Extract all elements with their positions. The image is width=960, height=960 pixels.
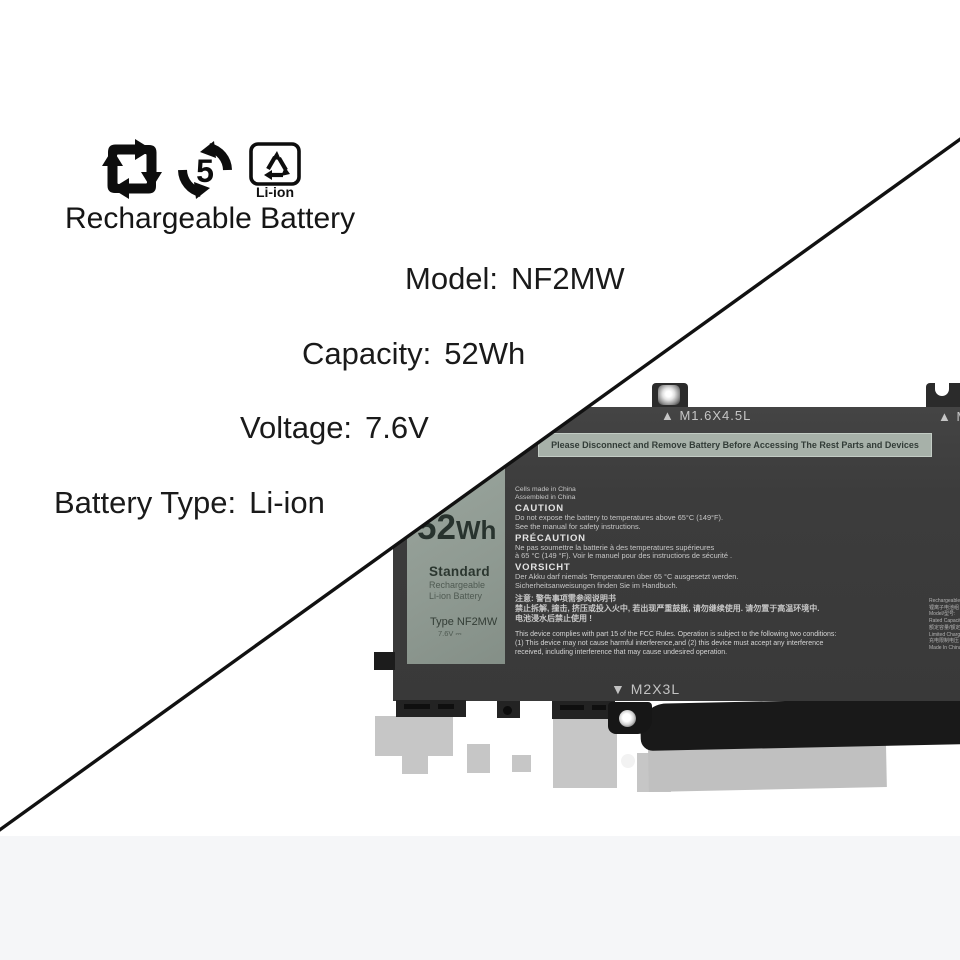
connector-pin [404, 704, 430, 709]
battery-shadow [467, 744, 490, 773]
fcc-line: received, including interference that ma… [515, 649, 728, 657]
precaution-line: à 65 °C (149 °F). Voir le manuel pour de… [515, 551, 733, 561]
panel-capacity: 52Wh [417, 508, 496, 548]
battery-cell-pack [640, 696, 960, 751]
connector-pin [592, 705, 606, 710]
fcc-line: This device complies with part 15 of the… [515, 631, 837, 639]
recycle-loop-icon: 5 [178, 141, 232, 199]
battery-top-tab-right [926, 383, 960, 409]
chinese-warning-line: 电池浸水后禁止使用 ! [515, 614, 592, 624]
screw-head [658, 385, 680, 405]
side-label-line: Rated Capacit [929, 618, 960, 625]
warning-strip: Please Disconnect and Remove Battery Bef… [538, 433, 932, 457]
panel-subline: Li-ion Battery [429, 591, 483, 601]
panel-grade: Standard [429, 564, 490, 579]
spec-row-capacity: Capacity: 52Wh [302, 336, 525, 372]
tab-notch [935, 383, 949, 396]
battery-shadow [402, 755, 428, 774]
battery-side-ratings-label: Rechargeable 锂离子电池组 Model/型号: Rated Capa… [929, 598, 960, 652]
vorsicht-line: Sicherheitsanweisungen finden Sie im Han… [515, 581, 678, 591]
battery-side-tab [374, 652, 395, 670]
spec-row-voltage: Voltage: 7.6V [240, 410, 429, 446]
spec-label: Voltage: [240, 410, 353, 445]
chinese-warning-line: 禁止拆解, 撞击, 挤压或投入火中, 若出现严重鼓胀, 请勿继续使用. 请勿置于… [515, 603, 820, 613]
battery-shadow [648, 743, 887, 792]
side-label-line: Rechargeable [929, 598, 960, 604]
spec-row-battery-type: Battery Type: Li-ion [54, 485, 325, 521]
connector-pin [438, 704, 454, 709]
screw-head [619, 710, 636, 727]
li-ion-recycle-icon [249, 142, 301, 186]
top-screw-size-label: ▲ M1.6X4.5L [661, 408, 752, 423]
spec-value: 7.6V [365, 410, 429, 445]
battery-top-tab-left [652, 383, 688, 409]
battery-connector [552, 701, 615, 719]
side-label-line: 充电限制电压 [929, 638, 960, 645]
spec-label: Capacity: [302, 336, 432, 371]
fcc-line: (1) This device may not cause harmful in… [515, 640, 824, 648]
spec-row-model: Model: NF2MW [405, 261, 625, 297]
caution-line: See the manual for safety instructions. [515, 521, 641, 531]
panel-subline: Rechargeable [429, 580, 486, 590]
spec-label: Model: [405, 261, 499, 296]
origin-line: Cells made in China [515, 486, 576, 493]
spec-label: Battery Type: [54, 485, 237, 520]
panel-capacity-unit: Wh [455, 515, 497, 545]
side-label-line: 额定容量/额定 [929, 624, 960, 631]
origin-line: Assembled in China [515, 493, 576, 501]
shadow-screw-hole [621, 754, 635, 768]
top-screw-size-label-partial: ▲ M [938, 409, 960, 424]
battery-info-panel: Cells made in China Assembled in China C… [515, 486, 837, 657]
spec-value: 52Wh [444, 336, 526, 371]
side-label-line: Made In China [929, 644, 960, 651]
panel-type: Type NF2MW [430, 616, 498, 628]
panel-voltage: 7.6V ⎓ [438, 629, 462, 638]
li-ion-mark-label: Li-ion [255, 184, 295, 200]
spec-value: NF2MW [511, 261, 625, 296]
battery-shadow [375, 716, 453, 756]
battery-bottom-tab [608, 702, 652, 734]
rechargeable-battery-caption: Rechargeable Battery [65, 202, 356, 235]
chinese-warning-line: 注意: 警告事项需参阅说明书 [515, 593, 616, 603]
side-label-line: Model/型号: [929, 611, 956, 618]
panel-capacity-value: 52 [417, 508, 456, 547]
recycle-loop-number: 5 [196, 153, 214, 189]
battery-shadow [512, 755, 531, 772]
spec-value: Li-ion [249, 485, 325, 520]
screw-hole [503, 706, 512, 715]
bottom-screw-size-label: ▼ M2X3L [611, 681, 681, 697]
bottom-background-strip [0, 836, 960, 960]
taiwan-recycle-icon [102, 139, 162, 199]
connector-pin [560, 705, 584, 710]
